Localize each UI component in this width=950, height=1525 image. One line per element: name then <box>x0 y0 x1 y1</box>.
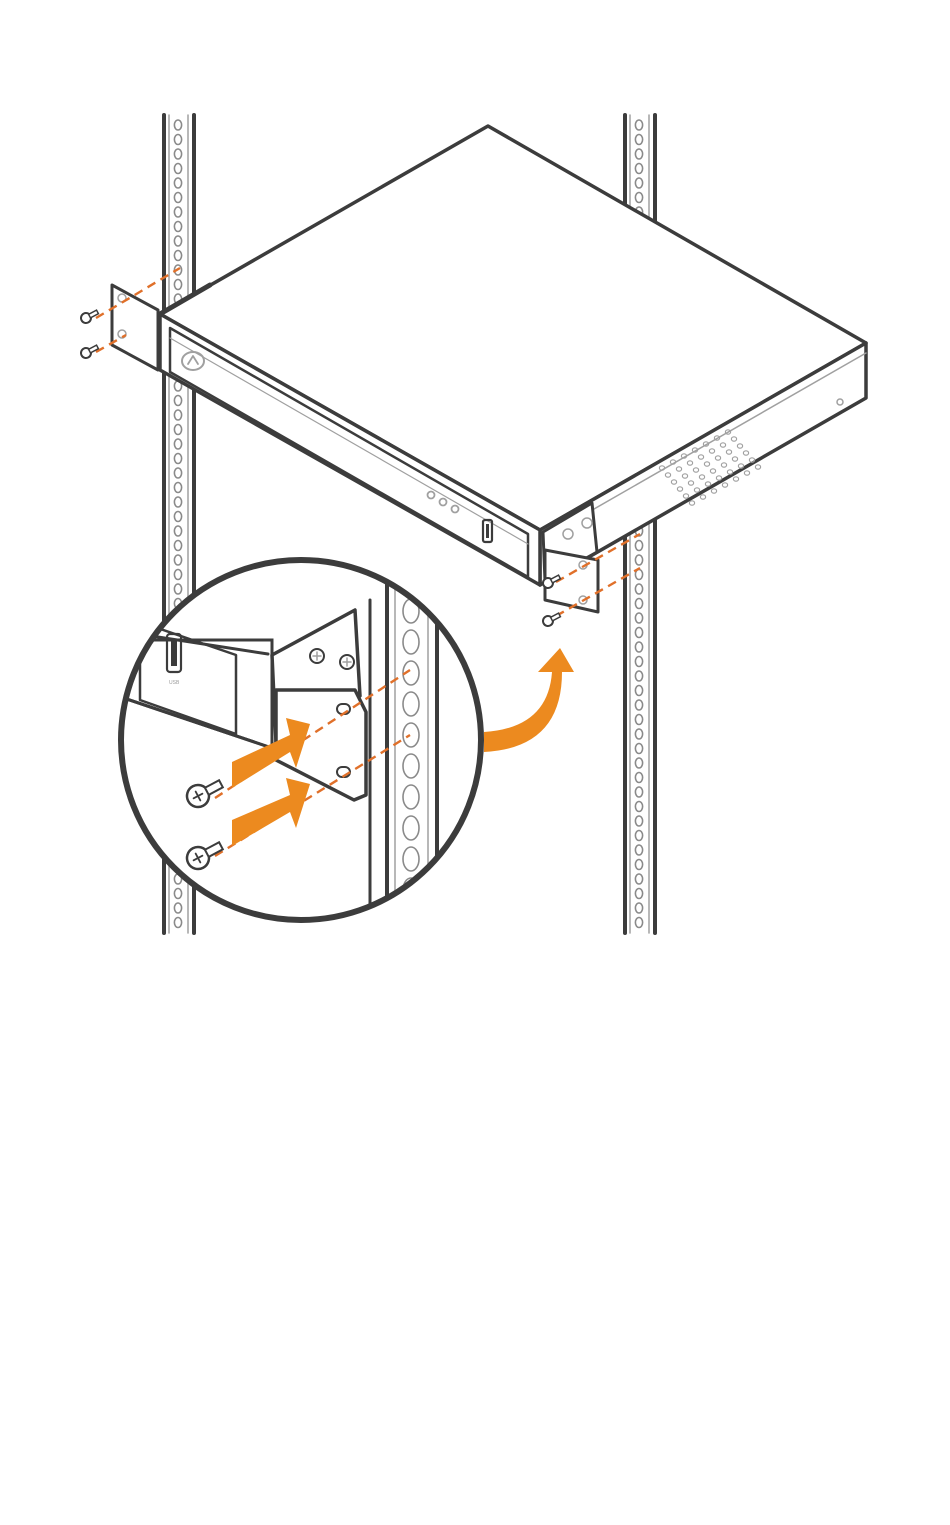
rail-hole <box>635 193 642 203</box>
rail-hole <box>174 468 181 478</box>
rail-hole <box>174 120 181 130</box>
rail-hole <box>403 909 419 933</box>
rail-hole <box>403 692 419 716</box>
rail-hole <box>174 584 181 594</box>
curved-arrow-icon <box>484 648 574 752</box>
left-mounting-bracket <box>112 285 158 370</box>
rail-hole <box>635 135 642 145</box>
rail-hole <box>635 555 642 565</box>
rail-hole <box>635 918 642 928</box>
rail-hole <box>635 178 642 188</box>
rail-hole <box>174 280 181 290</box>
rail-hole <box>635 903 642 913</box>
rail-hole <box>174 396 181 406</box>
rail-hole <box>403 847 419 871</box>
rail-hole <box>635 773 642 783</box>
rail-hole <box>174 454 181 464</box>
rail-hole <box>174 135 181 145</box>
rail-hole <box>174 222 181 232</box>
rail-hole <box>174 207 181 217</box>
rail-hole <box>403 568 419 592</box>
vent-hole <box>711 489 716 493</box>
screw-icon <box>541 610 562 627</box>
rail-hole <box>635 657 642 667</box>
rail-hole <box>635 831 642 841</box>
rail-hole <box>635 613 642 623</box>
rail-hole <box>174 236 181 246</box>
magnifier-circle: USB <box>100 560 481 940</box>
rail-hole <box>174 918 181 928</box>
rail-hole <box>174 497 181 507</box>
rail-hole <box>635 715 642 725</box>
rail-hole <box>403 723 419 747</box>
rail-hole <box>635 787 642 797</box>
rail-hole <box>635 802 642 812</box>
rail-hole <box>174 193 181 203</box>
rail-hole <box>174 439 181 449</box>
vent-hole <box>700 495 705 499</box>
rail-hole <box>174 425 181 435</box>
rail-hole <box>635 758 642 768</box>
vent-hole <box>744 471 749 475</box>
rail-hole <box>174 889 181 899</box>
rail-hole <box>174 555 181 565</box>
vent-hole <box>755 465 760 469</box>
rail-hole <box>635 642 642 652</box>
vent-hole <box>689 501 694 505</box>
rail-hole <box>635 584 642 594</box>
rail-hole <box>635 686 642 696</box>
rail-hole <box>403 785 419 809</box>
vent-hole <box>722 483 727 487</box>
rail-hole <box>403 630 419 654</box>
rail-hole <box>635 816 642 826</box>
rail-hole <box>635 700 642 710</box>
vent-hole <box>733 477 738 481</box>
rail-hole <box>174 410 181 420</box>
network-device <box>160 126 866 585</box>
rail-hole <box>635 889 642 899</box>
screw-icon <box>79 307 100 324</box>
rail-hole <box>635 744 642 754</box>
rail-hole <box>635 671 642 681</box>
rail-hole <box>635 120 642 130</box>
rail-hole <box>174 570 181 580</box>
rail-hole <box>174 541 181 551</box>
rail-hole <box>635 541 642 551</box>
rail-hole <box>635 149 642 159</box>
rail-hole <box>403 816 419 840</box>
rail-hole <box>174 483 181 493</box>
usb-label: USB <box>169 680 180 686</box>
rail-hole <box>174 178 181 188</box>
rail-hole <box>174 164 181 174</box>
rail-hole <box>635 729 642 739</box>
rail-hole <box>635 860 642 870</box>
rail-hole <box>174 251 181 261</box>
rail-hole <box>635 164 642 174</box>
rail-hole <box>174 149 181 159</box>
rail-hole <box>635 874 642 884</box>
rail-hole <box>635 599 642 609</box>
rail-hole <box>174 903 181 913</box>
rail-hole <box>635 628 642 638</box>
rail-hole <box>403 754 419 778</box>
rail-hole <box>174 512 181 522</box>
rail-hole <box>174 526 181 536</box>
rail-hole <box>635 845 642 855</box>
